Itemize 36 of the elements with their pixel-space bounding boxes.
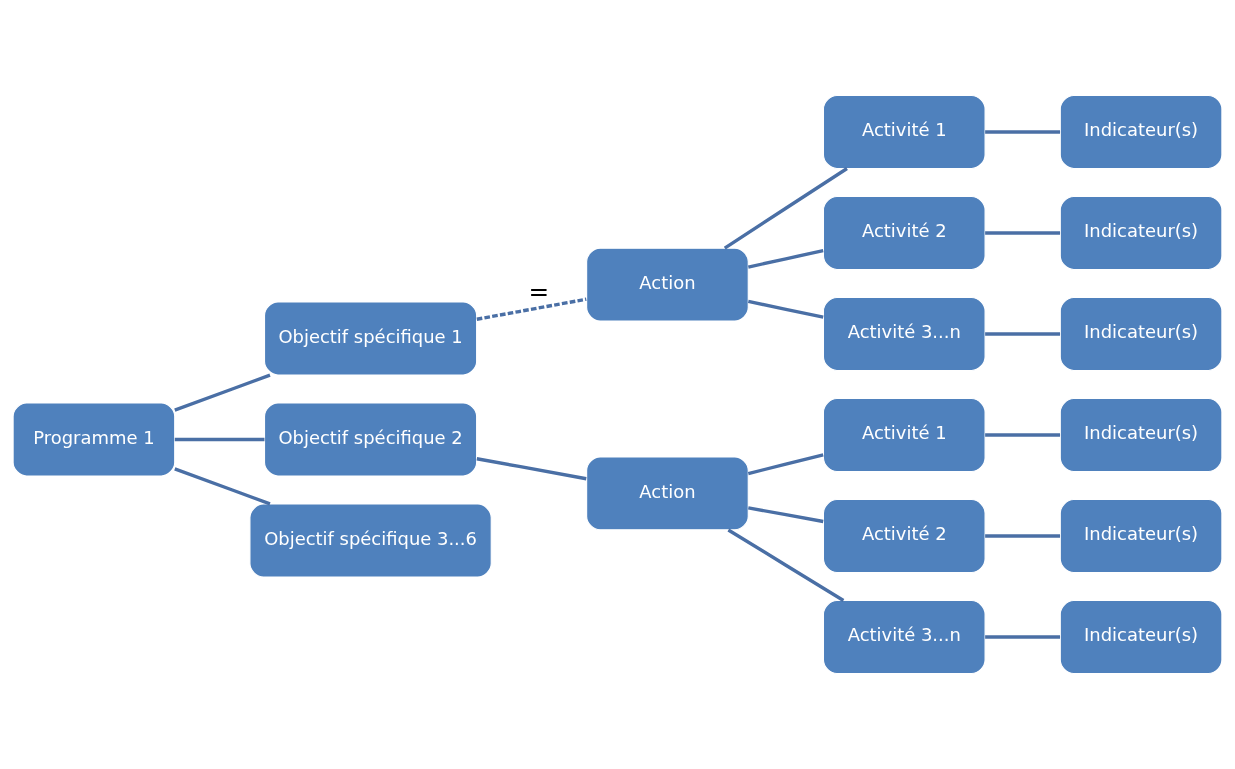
node-box: Indicateur(s) <box>1059 499 1223 574</box>
node-box: Objectif spécifique 1 <box>263 301 478 376</box>
connector <box>174 373 271 412</box>
node-box: Objectif spécifique 2 <box>263 402 478 477</box>
connector <box>174 467 271 506</box>
node-box: Activité 1 <box>822 397 986 473</box>
node-box: Action <box>586 456 749 531</box>
connector <box>723 167 848 250</box>
node-box: Activité 3...n <box>822 296 986 372</box>
node-box: Indicateur(s) <box>1059 600 1223 675</box>
connector <box>985 433 1061 437</box>
node-box: Activité 2 <box>822 195 986 270</box>
node-box: Programme 1 <box>12 402 176 477</box>
connector <box>476 457 587 481</box>
connector <box>727 528 845 602</box>
edge-label: = <box>528 276 550 306</box>
connector <box>985 231 1061 235</box>
node-box: Indicateur(s) <box>1059 296 1223 372</box>
connector <box>747 453 824 476</box>
connector <box>174 437 265 442</box>
node-box: Indicateur(s) <box>1059 397 1223 473</box>
node-box: Activité 3...n <box>822 600 986 675</box>
node-box: Activité 1 <box>822 94 986 169</box>
connector <box>985 130 1061 134</box>
node-box: Action <box>586 247 749 322</box>
connector <box>985 534 1061 538</box>
connector <box>748 506 824 524</box>
node-box: Indicateur(s) <box>1059 195 1223 270</box>
connector <box>985 635 1061 639</box>
node-box: Indicateur(s) <box>1059 94 1223 169</box>
connector <box>747 299 824 319</box>
connector <box>985 332 1061 336</box>
node-box: Objectif spécifique 3...6 <box>249 503 492 578</box>
connector <box>476 297 587 321</box>
node-box: Activité 2 <box>822 499 986 574</box>
connector <box>747 248 824 269</box>
